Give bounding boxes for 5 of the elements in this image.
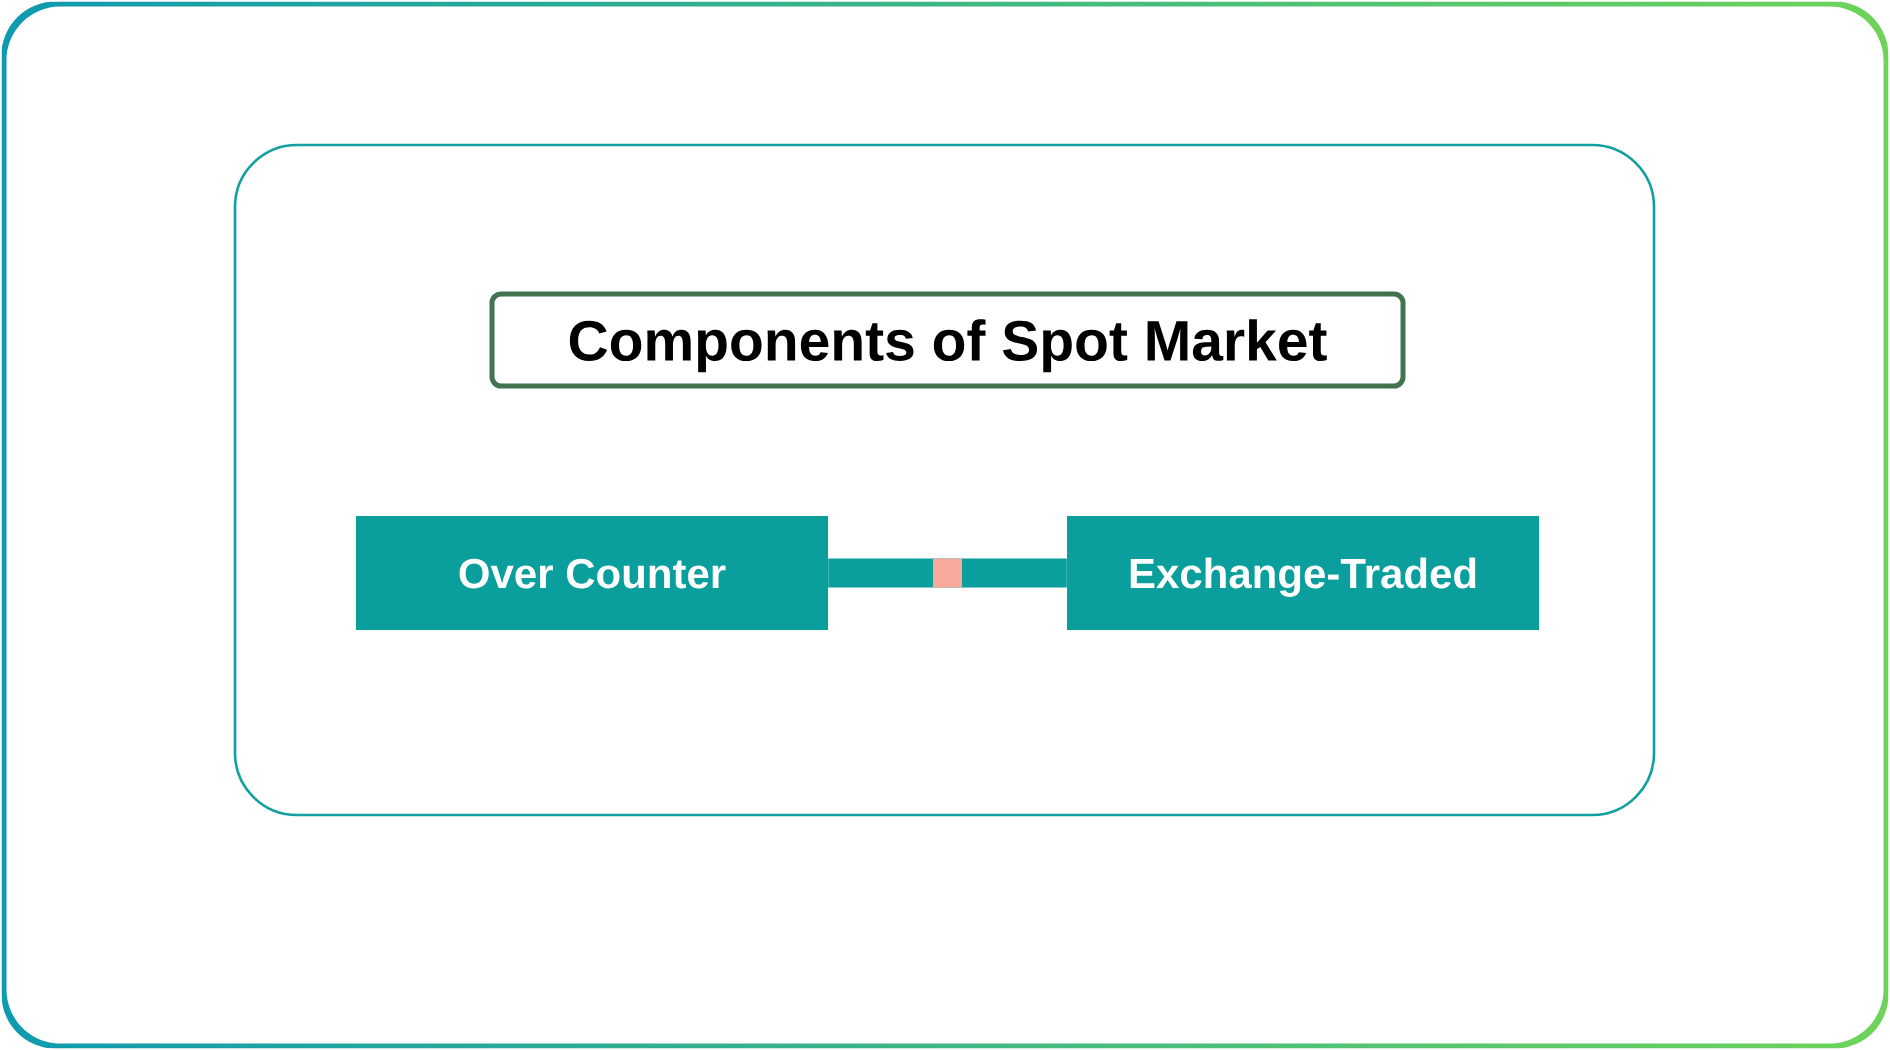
rounded-panel bbox=[233, 143, 1656, 817]
connector-bar bbox=[828, 558, 1067, 588]
category-box: Over Counter bbox=[356, 516, 828, 630]
title-box: Components of Spot Market bbox=[489, 291, 1406, 389]
category-box: Exchange-Traded bbox=[1067, 516, 1539, 630]
